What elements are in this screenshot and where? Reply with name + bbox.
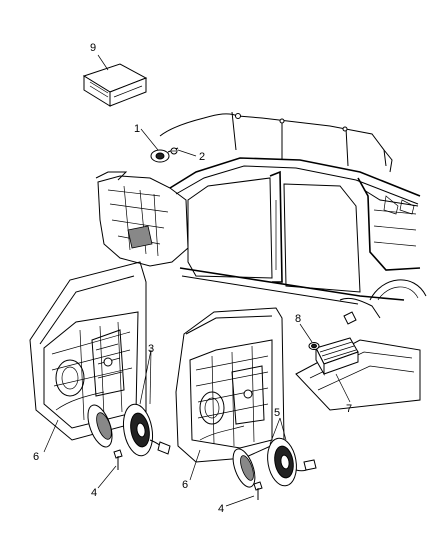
- callout-3: 3: [148, 343, 154, 355]
- callout-5: 5: [274, 407, 280, 419]
- callout-7: 7: [346, 403, 352, 415]
- rear-door: [175, 307, 285, 463]
- screw-part-2: [170, 147, 178, 155]
- screw-part-4-rear: [253, 481, 263, 500]
- front-speaker-part-3: [87, 403, 171, 457]
- callout-1: 1: [134, 123, 140, 135]
- callout-6-front: 6: [33, 451, 39, 463]
- callout-9: 9: [90, 42, 96, 54]
- vehicle-body: [95, 157, 427, 305]
- callout-4-rear: 4: [218, 503, 224, 515]
- leader-lines: [43, 54, 351, 507]
- callout-2: 2: [199, 151, 205, 163]
- callout-labels: 9 1 2 3 4 4 5 6 6 7 8: [33, 42, 352, 515]
- roof-harness: [159, 111, 393, 173]
- callout-8: 8: [295, 313, 301, 325]
- screw-part-4-front: [113, 449, 123, 470]
- tweeter-part-1: [150, 147, 179, 163]
- callout-6-rear: 6: [182, 479, 188, 491]
- front-door: [29, 261, 147, 441]
- rear-speaker-part-5: [232, 437, 317, 488]
- subwoofer-part-7: [315, 337, 359, 376]
- module-box-part-9: [82, 63, 148, 107]
- callout-4-front: 4: [91, 487, 97, 499]
- grommet-part-8: [308, 342, 320, 350]
